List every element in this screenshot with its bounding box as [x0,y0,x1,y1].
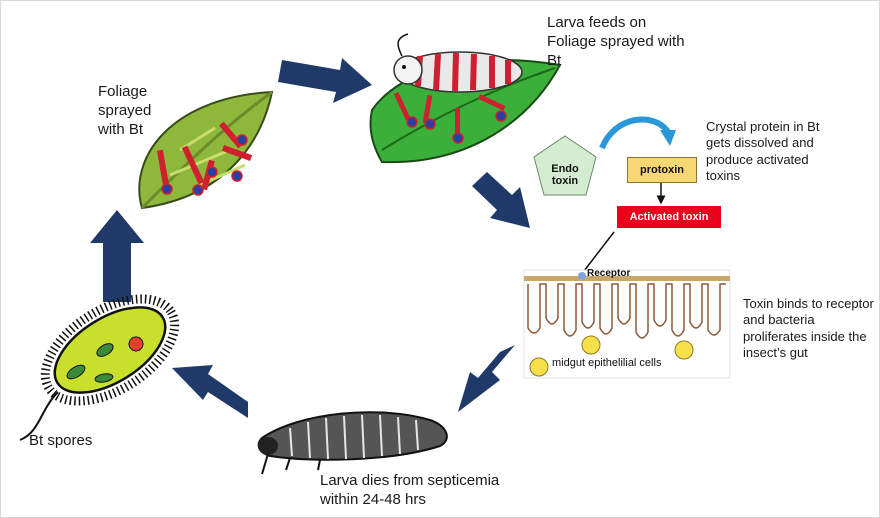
cycle-arrow-leaf-to-larva [278,58,372,103]
larva-on-leaf-image [370,34,560,162]
larva-feeds-label-line: Larva feeds on [547,14,685,33]
larva-dies-label-line: Larva dies from septicemia [320,472,499,491]
cycle-arrow-spores-to-leaf [90,210,144,302]
cycle-arrow-death-to-spores [172,365,248,418]
larva-dies-label: Larva dies from septicemia within 24-48 … [320,472,499,510]
toxin-binds-label-line: and bacteria [743,312,878,328]
foliage-label: Foliage sprayed with Bt [98,83,151,139]
larva-feeds-label: Larva feeds on Foliage sprayed with Bt [547,14,685,70]
toxin-to-receptor-line [584,232,614,271]
larva-feeds-label-line: Foliage sprayed with [547,33,685,52]
crystal-label-line: gets dissolved and [706,135,819,151]
endotoxin-label-line: toxin [540,175,590,187]
bacterium-image [20,278,192,440]
toxin-binds-label-line: insect’s gut [743,345,878,361]
cycle-arrow-gut-to-death [458,345,515,412]
larva-feeds-label-line: Bt [547,52,685,71]
foliage-leaf-image [139,92,272,208]
conversion-curved-arrow [602,119,668,148]
toxin-binds-label: Toxin binds to receptor and bacteria pro… [743,296,878,361]
crystal-label-line: Crystal protein in Bt [706,119,819,135]
crystal-label-line: toxins [706,168,819,184]
midgut-cells-label: midgut epithelilial cells [552,357,661,369]
endotoxin-label: Endo toxin [540,163,590,187]
foliage-label-line: with Bt [98,121,151,140]
activated-toxin-box: Activated toxin [617,206,721,228]
crystal-label-line: produce activated [706,152,819,168]
toxin-binds-label-line: proliferates inside the [743,329,878,345]
foliage-label-line: sprayed [98,102,151,121]
larva-dies-label-line: within 24-48 hrs [320,491,499,510]
receptor-label: Receptor [587,268,630,279]
crystal-protein-label: Crystal protein in Bt gets dissolved and… [706,119,819,184]
cycle-arrow-larva-to-toxin [472,172,530,228]
dead-larva-image [258,412,447,474]
protoxin-box: protoxin [627,157,697,183]
foliage-label-line: Foliage [98,83,151,102]
toxin-binds-label-line: Toxin binds to receptor [743,296,878,312]
bt-spores-label: Bt spores [29,432,92,451]
endotoxin-label-line: Endo [540,163,590,175]
